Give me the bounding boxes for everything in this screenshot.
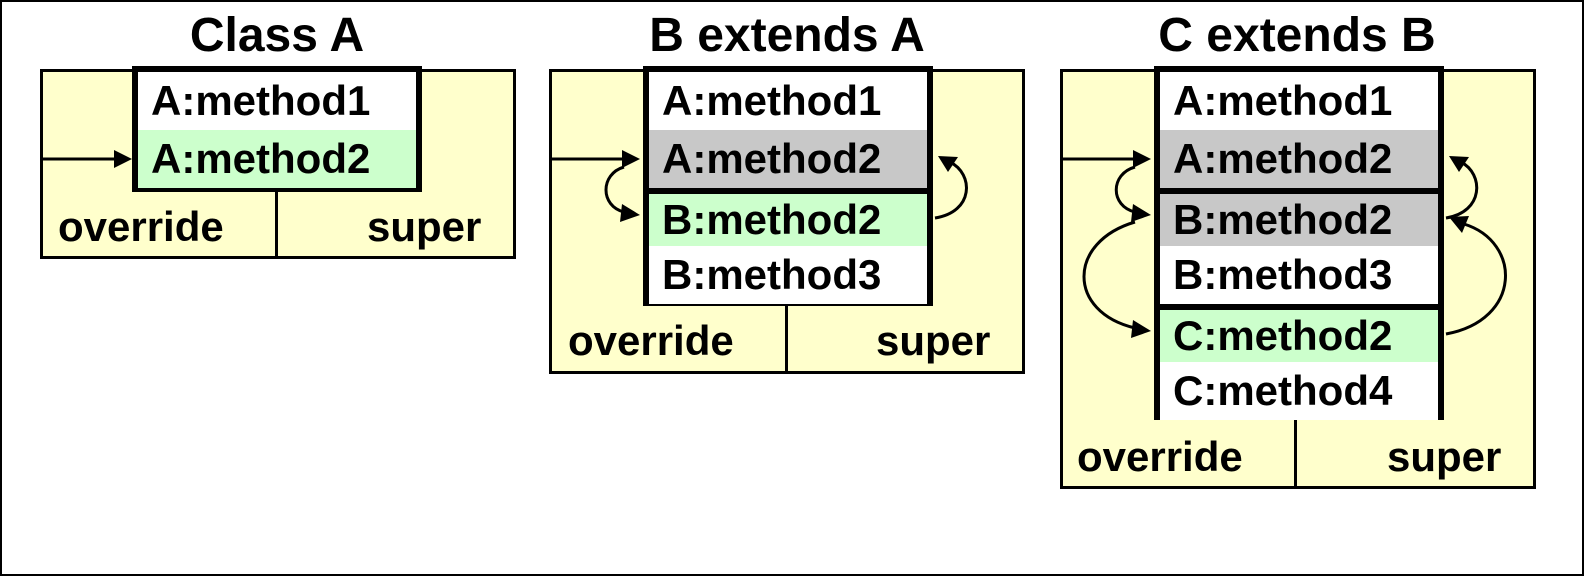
- super-label: super: [1387, 433, 1502, 480]
- method-label: C:method4: [1173, 367, 1393, 414]
- arrowhead: [622, 150, 640, 168]
- arrowhead: [1449, 216, 1469, 233]
- method-row: A:method2: [649, 130, 927, 188]
- override-arrow: [604, 165, 625, 214]
- method-row: B:method3: [1160, 246, 1438, 304]
- method-row: B:method2: [649, 188, 927, 246]
- super-label: super: [367, 203, 482, 250]
- override-arrow: [1114, 165, 1136, 214]
- method-row: B:method3: [649, 246, 927, 304]
- method-stack: A:method1 A:method2 B:method2 B:method3: [643, 66, 933, 306]
- method-label: A:method2: [662, 135, 882, 182]
- method-label: B:method3: [1173, 251, 1393, 298]
- arrowhead: [1449, 156, 1469, 172]
- method-label: A:method1: [662, 77, 882, 124]
- method-row: A:method1: [1160, 72, 1438, 130]
- method-row: A:method2: [1160, 130, 1438, 188]
- super-arrow: [934, 160, 968, 220]
- method-row: C:method4: [1160, 362, 1438, 420]
- method-label: A:method1: [1173, 77, 1393, 124]
- arrowhead: [1131, 204, 1151, 222]
- override-label: override: [568, 317, 734, 364]
- arrowhead: [1133, 150, 1151, 168]
- arrowhead: [1131, 320, 1151, 338]
- method-row: A:method2: [138, 130, 416, 188]
- method-stack: A:method1 A:method2 B:method2 B:method3 …: [1154, 66, 1444, 420]
- arrowhead: [938, 156, 958, 172]
- method-label: A:method2: [1173, 135, 1393, 182]
- method-stack: A:method1 A:method2: [132, 66, 422, 192]
- override-label: override: [58, 203, 224, 250]
- method-label: A:method1: [151, 77, 371, 124]
- method-row: A:method1: [649, 72, 927, 130]
- method-label: A:method2: [151, 135, 371, 182]
- super-arrow: [1445, 222, 1507, 336]
- method-label: B:method3: [662, 251, 882, 298]
- method-row: C:method2: [1160, 304, 1438, 362]
- diagram-title: C extends B: [1158, 9, 1436, 62]
- method-row: A:method1: [138, 72, 416, 130]
- super-label: super: [876, 317, 991, 364]
- method-label: B:method2: [1173, 196, 1393, 243]
- arrowhead: [620, 204, 640, 222]
- override-label: override: [1077, 433, 1243, 480]
- arrowhead: [114, 150, 132, 168]
- panel-divider: [275, 186, 278, 257]
- method-row: B:method2: [1160, 188, 1438, 246]
- super-arrow: [1445, 160, 1479, 220]
- panel-divider: [785, 302, 788, 372]
- diagram-title: Class A: [189, 9, 365, 62]
- override-arrow: [1082, 220, 1136, 330]
- panel-divider: [1294, 417, 1297, 487]
- method-label: B:method2: [662, 196, 882, 243]
- diagram-title: B extends A: [649, 9, 925, 62]
- method-label: C:method2: [1173, 312, 1393, 359]
